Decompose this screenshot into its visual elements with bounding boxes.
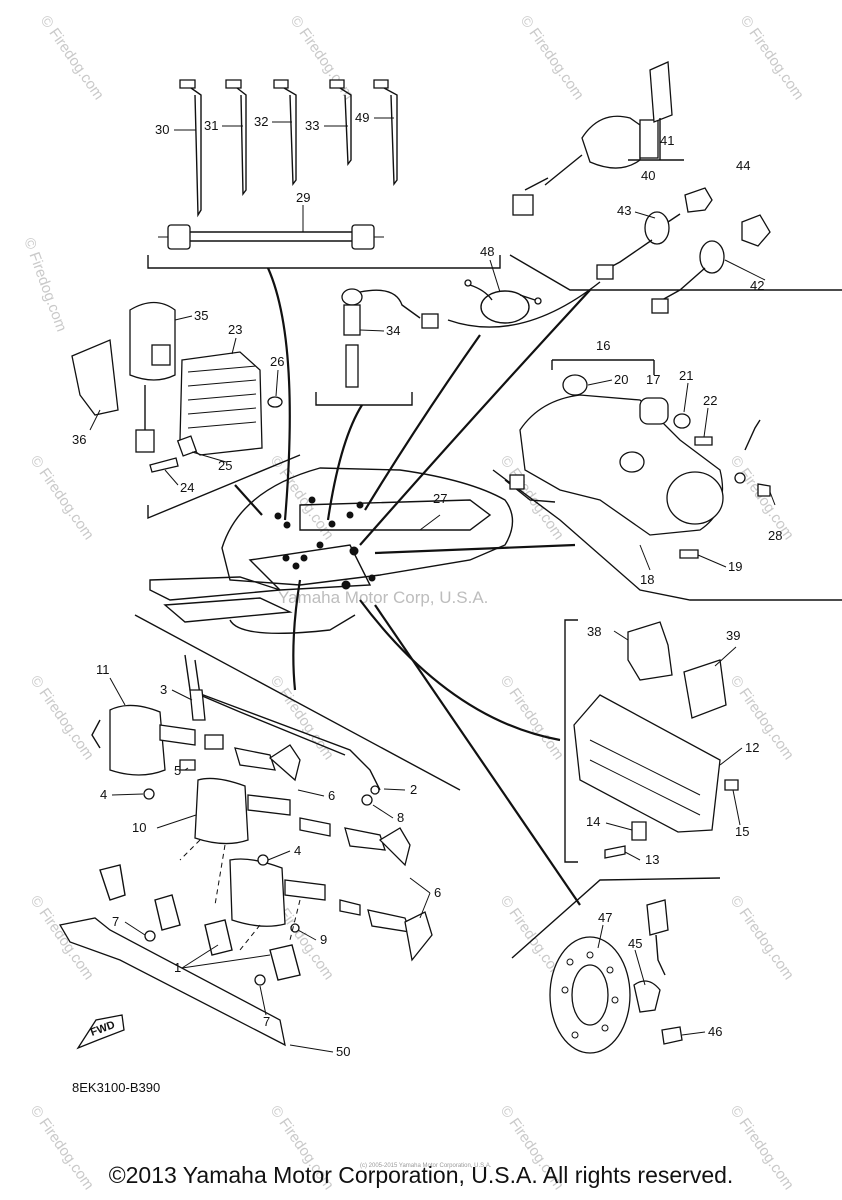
callout-45: 45 <box>628 936 642 951</box>
callout-15: 15 <box>735 824 749 839</box>
bracket-ecu <box>564 619 578 863</box>
bracket-switches <box>509 254 842 291</box>
callout-26: 26 <box>270 354 284 369</box>
callout-43: 43 <box>617 203 631 218</box>
callout-14: 14 <box>586 814 600 829</box>
trigger-group <box>549 899 683 1054</box>
watermark: © Firedog.com <box>287 13 357 104</box>
callout-2: 2 <box>410 782 417 797</box>
cable-straps <box>158 79 398 250</box>
bracket-straps <box>147 255 501 269</box>
center-watermark: Yamaha Motor Corp, U.S.A. <box>278 588 488 607</box>
watermark: © Firedog.com <box>37 13 107 104</box>
bracket-ignition <box>134 614 461 791</box>
callout-24: 24 <box>180 480 194 495</box>
callout-16: 16 <box>596 338 610 353</box>
callout-18: 18 <box>640 572 654 587</box>
callout-36: 36 <box>72 432 86 447</box>
watermark: © Firedog.com <box>737 13 807 104</box>
callout-10: 10 <box>132 820 146 835</box>
callout-11: 11 <box>96 662 110 677</box>
callout-35: 35 <box>194 308 208 323</box>
part-34 <box>341 288 439 388</box>
callout-labels: 30 31 32 33 49 29 41 40 44 43 42 48 35 2… <box>72 110 782 1059</box>
callout-7: 7 <box>112 914 119 929</box>
harness-leaders <box>234 267 591 906</box>
callout-31: 31 <box>204 118 218 133</box>
bracket-23 <box>147 454 301 520</box>
callout-21: 21 <box>679 368 693 383</box>
leader-lines <box>89 117 776 1053</box>
bracket-48 <box>447 281 601 328</box>
callout-42: 42 <box>750 278 764 293</box>
bracket-47 <box>511 877 721 959</box>
watermark: © Firedog.com <box>497 673 567 764</box>
callout-41: 41 <box>660 133 674 148</box>
watermark: © Firedog.com <box>727 893 797 984</box>
fwd-arrow: FWD <box>76 1014 125 1050</box>
callout-6: 6 <box>434 885 441 900</box>
callout-6: 6 <box>328 788 335 803</box>
bracket-34 <box>315 392 413 406</box>
callout-13: 13 <box>645 852 659 867</box>
callout-7: 7 <box>263 1014 270 1029</box>
callout-12: 12 <box>745 740 759 755</box>
watermark-layer: © Firedog.com © Firedog.com © Firedog.co… <box>20 13 807 1194</box>
callout-32: 32 <box>254 114 268 129</box>
diagram-code: 8EK3100-B390 <box>72 1080 160 1095</box>
callout-3: 3 <box>160 682 167 697</box>
callout-50: 50 <box>336 1044 350 1059</box>
watermark: © Firedog.com <box>27 673 97 764</box>
callout-1: 1 <box>174 960 181 975</box>
ecu-group <box>573 621 739 859</box>
callout-34: 34 <box>386 323 400 338</box>
callout-20: 20 <box>614 372 628 387</box>
callout-4: 4 <box>100 787 107 802</box>
callout-8: 8 <box>397 810 404 825</box>
ignition-group <box>58 654 433 1047</box>
callout-9: 9 <box>320 932 327 947</box>
watermark: © Firedog.com <box>20 236 70 334</box>
callout-17: 17 <box>646 372 660 387</box>
callout-28: 28 <box>768 528 782 543</box>
watermark: © Firedog.com <box>27 453 97 544</box>
callout-25: 25 <box>218 458 232 473</box>
callout-38: 38 <box>587 624 601 639</box>
watermark: © Firedog.com <box>517 13 587 104</box>
copyright-notice: ©2013 Yamaha Motor Corporation, U.S.A. A… <box>108 1162 734 1188</box>
group-brackets <box>134 254 842 959</box>
callout-46: 46 <box>708 1024 722 1039</box>
callout-49: 49 <box>355 110 369 125</box>
regulator-group <box>71 301 283 473</box>
callout-19: 19 <box>728 559 742 574</box>
callout-44: 44 <box>736 158 750 173</box>
callout-47: 47 <box>598 910 612 925</box>
watermark: © Firedog.com <box>727 673 797 764</box>
snowmobile-outline <box>149 467 514 635</box>
callout-5: 5 <box>174 763 181 778</box>
bracket-throttle <box>492 469 842 601</box>
callout-27: 27 <box>433 491 447 506</box>
watermark: © Firedog.com <box>727 453 797 544</box>
callout-48: 48 <box>480 244 494 259</box>
callout-39: 39 <box>726 628 740 643</box>
fine-print: (c) 2005-2015 Yamaha Motor Corporation, … <box>360 1163 492 1169</box>
callout-30: 30 <box>155 122 169 137</box>
switches <box>512 61 771 314</box>
throttle-group <box>504 359 771 559</box>
part-48 <box>464 279 542 324</box>
callout-23: 23 <box>228 322 242 337</box>
callout-40: 40 <box>641 168 655 183</box>
callout-4: 4 <box>294 843 301 858</box>
callout-22: 22 <box>703 393 717 408</box>
callout-33: 33 <box>305 118 319 133</box>
callout-29: 29 <box>296 190 310 205</box>
